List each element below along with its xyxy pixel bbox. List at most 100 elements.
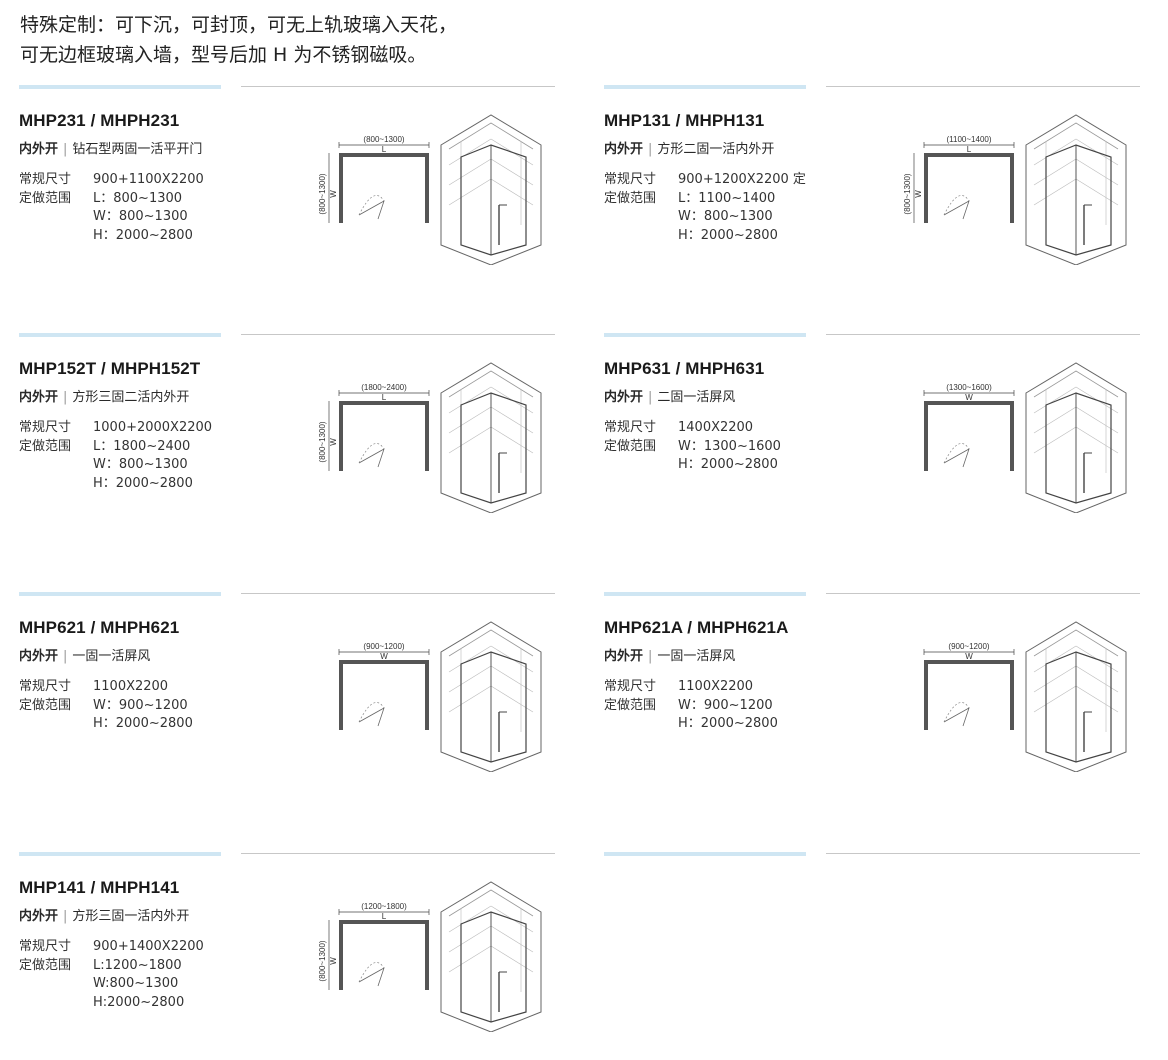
model-subtitle: 内外开 | 方形三固二活内外开	[19, 386, 189, 405]
spec-value: W：900~1200	[678, 697, 773, 713]
divider-line	[826, 853, 1140, 854]
product-card: MHP131 / MHPH131 内外开|方形二固一活内外开 常规尺寸 900+…	[604, 85, 1140, 285]
spec-label	[19, 227, 93, 246]
enclosure-isometric-diagram	[440, 114, 542, 265]
model-subtitle: 内外开|一固一活屏风	[604, 645, 735, 664]
spec-row: H：2000~2800	[604, 715, 778, 734]
spec-list: 常规尺寸 900+1200X2200 定 定做范围 L：1100~1400 W：…	[604, 171, 806, 245]
spec-label: 常规尺寸	[604, 420, 657, 435]
spec-row: W:800~1300	[19, 975, 204, 994]
floor-plan-diagram: (900~1200) W	[338, 642, 430, 730]
floor-plan-diagram: (1200~1800) L (800~1300) W	[319, 902, 430, 990]
spec-label: 定做范围	[604, 697, 657, 713]
spec-row: H：2000~2800	[19, 227, 204, 246]
style-description: 钻石型两固一活平开门	[72, 142, 203, 157]
open-type: 内外开	[604, 390, 644, 405]
spec-label: 定做范围	[19, 190, 72, 206]
dimension-letter-top: W	[965, 393, 973, 402]
dimension-range-top: (1800~2400)	[361, 383, 407, 392]
spec-row: W：800~1300	[19, 208, 204, 227]
spec-value: 1400X2200	[678, 420, 754, 435]
spec-label: 定做范围	[604, 438, 657, 454]
spec-label: 定做范围	[604, 190, 657, 206]
spec-row: 定做范围 L：800~1300	[19, 190, 204, 209]
enclosure-isometric-diagram	[440, 621, 542, 772]
dimension-range-top: (1300~1600)	[946, 383, 992, 392]
accent-bar	[604, 852, 806, 856]
dimension-range-side: (800~1300)	[904, 173, 912, 214]
spec-label: 定做范围	[19, 957, 72, 973]
spec-row: 定做范围 W：1300~1600	[604, 438, 781, 457]
divider-line	[241, 853, 555, 854]
dimension-range-top: (900~1200)	[363, 642, 404, 651]
spec-label	[604, 208, 678, 227]
separator: |	[63, 142, 68, 157]
model-number: MHP152T / MHPH152T	[19, 359, 201, 378]
accent-bar	[19, 333, 221, 337]
divider-line	[826, 86, 1140, 87]
model-number: MHP231 / MHPH231	[19, 111, 180, 130]
dimension-letter-side: W	[914, 190, 923, 198]
accent-bar	[19, 592, 221, 596]
enclosure-isometric-diagram	[440, 362, 542, 513]
open-type: 内外开	[19, 142, 59, 157]
accent-bar	[19, 85, 221, 89]
spec-label: 常规尺寸	[19, 679, 72, 694]
separator: |	[648, 649, 653, 664]
spec-row: H：2000~2800	[604, 227, 806, 246]
spec-label	[604, 227, 678, 246]
enclosure-isometric-diagram	[440, 881, 542, 1032]
product-card: MHP631 / MHPH631 内外开|二固一活屏风 常规尺寸 1400X22…	[604, 333, 1140, 533]
model-subtitle: 内外开 | 钻石型两固一活平开门	[19, 138, 202, 157]
spec-row: 定做范围 L：1800~2400	[19, 438, 212, 457]
separator: |	[63, 390, 68, 405]
spec-row: 常规尺寸 900+1400X2200	[19, 938, 204, 957]
spec-row: 常规尺寸 1100X2200	[19, 678, 193, 697]
intro-line-1: 特殊定制：可下沉，可封顶，可无上轨玻璃入天花，	[20, 14, 458, 36]
spec-value: H：2000~2800	[93, 475, 193, 491]
dimension-range-top: (1100~1400)	[947, 135, 992, 144]
spec-row: 常规尺寸 900+1200X2200 定	[604, 171, 806, 190]
enclosure-isometric-diagram	[1025, 621, 1127, 772]
spec-value: W:800~1300	[93, 976, 179, 991]
enclosure-isometric-diagram	[1025, 362, 1127, 513]
dimension-letter-side: W	[329, 957, 338, 965]
spec-label	[604, 456, 678, 475]
spec-row: 定做范围 W：900~1200	[19, 697, 193, 716]
spec-label	[19, 975, 93, 994]
spec-value: W：800~1300	[93, 457, 188, 472]
spec-row: 常规尺寸 1100X2200	[604, 678, 778, 697]
spec-value: L：800~1300	[93, 190, 183, 206]
style-description: 方形三固二活内外开	[72, 390, 190, 405]
spec-value: L:1200~1800	[93, 957, 182, 973]
enclosure-isometric-diagram	[1025, 114, 1127, 265]
spec-list: 常规尺寸 1100X2200 定做范围 W：900~1200 H：2000~28…	[604, 678, 778, 734]
dimension-range-top: (800~1300)	[363, 135, 404, 144]
spec-label: 常规尺寸	[19, 939, 72, 954]
spec-value: H：2000~2800	[678, 227, 778, 243]
open-type: 内外开	[19, 390, 59, 405]
spec-row: H：2000~2800	[19, 475, 212, 494]
intro-line-2: 可无边框玻璃入墙，型号后加 H 为不锈钢磁吸。	[20, 44, 427, 66]
dimension-letter-side: W	[329, 190, 338, 198]
separator: |	[648, 390, 653, 405]
spec-value: W：800~1300	[678, 209, 773, 224]
intro-note: 特殊定制：可下沉，可封顶，可无上轨玻璃入天花， 可无边框玻璃入墙，型号后加 H …	[20, 10, 780, 70]
spec-label	[19, 715, 93, 734]
style-description: 方形二固一活内外开	[657, 142, 775, 157]
open-type: 内外开	[19, 909, 59, 924]
spec-list: 常规尺寸 900+1400X2200 定做范围 L:1200~1800 W:80…	[19, 938, 204, 1012]
spec-label: 常规尺寸	[604, 679, 657, 694]
spec-label: 常规尺寸	[19, 172, 72, 187]
product-card: MHP141 / MHPH141 内外开|方形三固一活内外开 常规尺寸 900+…	[19, 852, 555, 1052]
spec-value: W：900~1200	[93, 697, 188, 713]
divider-line	[241, 86, 555, 87]
divider-line	[826, 334, 1140, 335]
divider-line	[241, 334, 555, 335]
dimension-range-side: (800~1300)	[319, 940, 327, 981]
spec-list: 常规尺寸 900+1100X2200 定做范围 L：800~1300 W：800…	[19, 171, 204, 245]
spec-value: 1000+2000X2200	[93, 420, 213, 435]
spec-label: 定做范围	[19, 438, 72, 454]
spec-value: L：1800~2400	[93, 438, 191, 454]
model-number: MHP131 / MHPH131	[604, 111, 765, 130]
